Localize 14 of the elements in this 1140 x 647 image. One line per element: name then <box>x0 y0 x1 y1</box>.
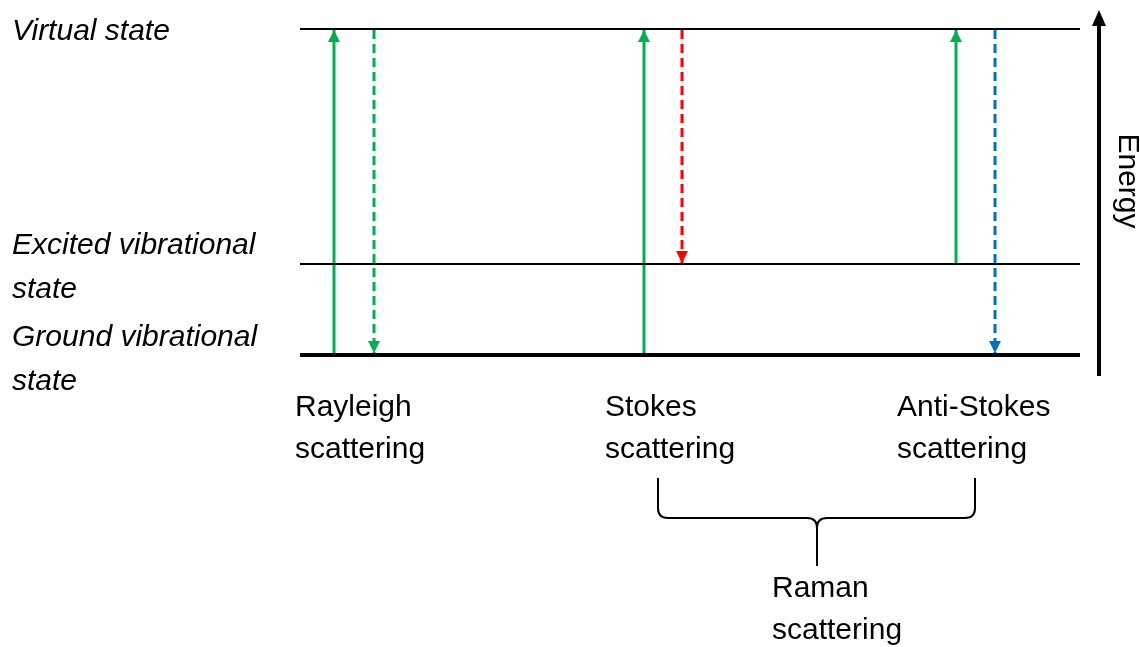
arrow <box>989 30 1001 353</box>
arrow <box>676 30 688 263</box>
level-label: Excited vibrational state <box>12 226 257 306</box>
level-label: Ground vibrational state <box>12 318 259 398</box>
level-label: Virtual state <box>12 12 171 48</box>
scattering-label: Raman scattering <box>772 569 904 647</box>
arrow <box>328 30 340 353</box>
arrow <box>950 30 962 263</box>
scattering-label: Anti-Stokes scattering <box>897 388 1052 466</box>
scattering-label: Rayleigh scattering <box>295 388 427 466</box>
axis-label: Energy <box>1112 132 1140 231</box>
scattering-label: Stokes scattering <box>605 388 737 466</box>
arrow <box>368 30 380 353</box>
arrow <box>638 30 650 353</box>
